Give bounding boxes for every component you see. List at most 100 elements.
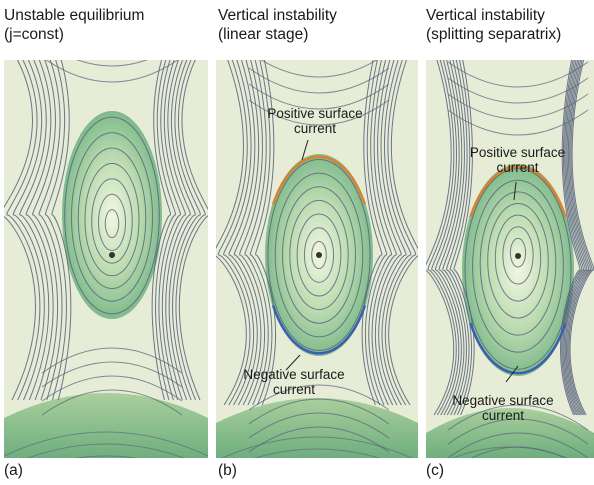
field-line [175, 60, 206, 401]
coil-contour [451, 446, 569, 458]
field-line [563, 60, 586, 416]
flux-surface [494, 214, 542, 302]
separatrix-line [447, 404, 589, 431]
separatrix-line [248, 426, 390, 453]
field-line [564, 60, 588, 416]
field-line [378, 60, 407, 406]
field-line [244, 60, 269, 406]
flux-surface [472, 179, 564, 353]
field-line [216, 60, 247, 406]
field-line [6, 60, 41, 401]
field-line [368, 60, 393, 406]
field-line [561, 60, 583, 416]
positive-surface-current [469, 165, 567, 218]
flux-surface [303, 227, 335, 283]
separatrix-line [447, 109, 589, 136]
flux-surface [502, 226, 534, 285]
field-line [388, 60, 418, 406]
separatrix-line [248, 83, 390, 110]
field-line [426, 60, 455, 416]
negative-surface-current [271, 305, 367, 355]
separatrix-line [447, 77, 589, 104]
separatrix-line [260, 60, 378, 78]
flux-surface [479, 191, 557, 336]
field-line [446, 60, 470, 416]
positive-pointer [513, 181, 517, 201]
flux-surface [70, 132, 154, 302]
field-line [45, 60, 67, 401]
magnetic-axis [109, 252, 115, 258]
positive-surface-current [271, 155, 367, 205]
field-line [19, 60, 50, 401]
field-line [381, 60, 412, 406]
separatrix-line [447, 93, 589, 120]
field-line [384, 60, 417, 406]
magnetic-axis [515, 253, 521, 259]
separatrix-line [248, 99, 390, 126]
separatrix-line [41, 347, 183, 374]
coil-contour [26, 443, 186, 458]
flux-surface [91, 178, 133, 264]
field-line [158, 60, 181, 401]
field-line [25, 60, 54, 401]
field-line [223, 60, 254, 406]
flux-surface [311, 240, 327, 270]
magnetic-axis [316, 252, 322, 258]
flux-surface [267, 158, 371, 352]
separatrix-line [447, 61, 589, 88]
field-line [4, 60, 36, 401]
field-line [361, 60, 383, 406]
coil-region [4, 393, 208, 458]
separatrix-line [248, 384, 390, 411]
panel-b-label: (b) [218, 462, 237, 479]
panel-c-title: Vertical instability(splitting separatri… [426, 7, 562, 43]
flux-surface-plot-a [4, 60, 208, 458]
negative-pointer [285, 354, 301, 371]
panel-a-title: Unstable equilibrium(j=const) [4, 7, 145, 43]
panel-a-flux-map [4, 60, 208, 458]
coil-contour [253, 448, 381, 458]
flux-surface [289, 199, 349, 311]
separatrix-line [248, 67, 390, 94]
flux-surface [464, 168, 572, 370]
plasma-region [462, 164, 574, 376]
panel-c-flux-map [426, 60, 594, 458]
flux-surface [274, 172, 364, 338]
field-line [38, 60, 63, 401]
flux-surface-plot-b [216, 60, 418, 458]
coil-contour [73, 455, 139, 458]
field-line [172, 60, 201, 401]
separatrix-line [248, 412, 390, 439]
panel-b-title: Vertical instability(linear stage) [218, 7, 337, 43]
separatrix-line [76, 60, 148, 67]
negative-surface-current [469, 322, 567, 375]
field-line [255, 60, 277, 406]
panel-c-label: (c) [426, 462, 445, 479]
field-line [568, 60, 593, 416]
field-line [449, 60, 473, 416]
flux-surface [84, 162, 140, 277]
field-line [374, 60, 402, 406]
field-line [165, 60, 191, 401]
separatrix-line [447, 418, 589, 445]
separatrix-line [41, 375, 183, 402]
field-line [161, 60, 186, 401]
field-line [178, 60, 208, 401]
field-line [32, 60, 59, 401]
field-line [442, 60, 467, 416]
flux-surface [282, 186, 356, 324]
field-line [233, 60, 262, 406]
field-line [565, 60, 590, 416]
field-line [567, 60, 591, 416]
field-line [453, 60, 475, 416]
flux-surface [77, 147, 147, 290]
coil-contour [221, 436, 413, 458]
field-line [217, 60, 251, 406]
field-line [427, 60, 457, 416]
separatrix-line [248, 398, 390, 425]
flux-surface [97, 193, 127, 251]
field-line [365, 60, 388, 406]
